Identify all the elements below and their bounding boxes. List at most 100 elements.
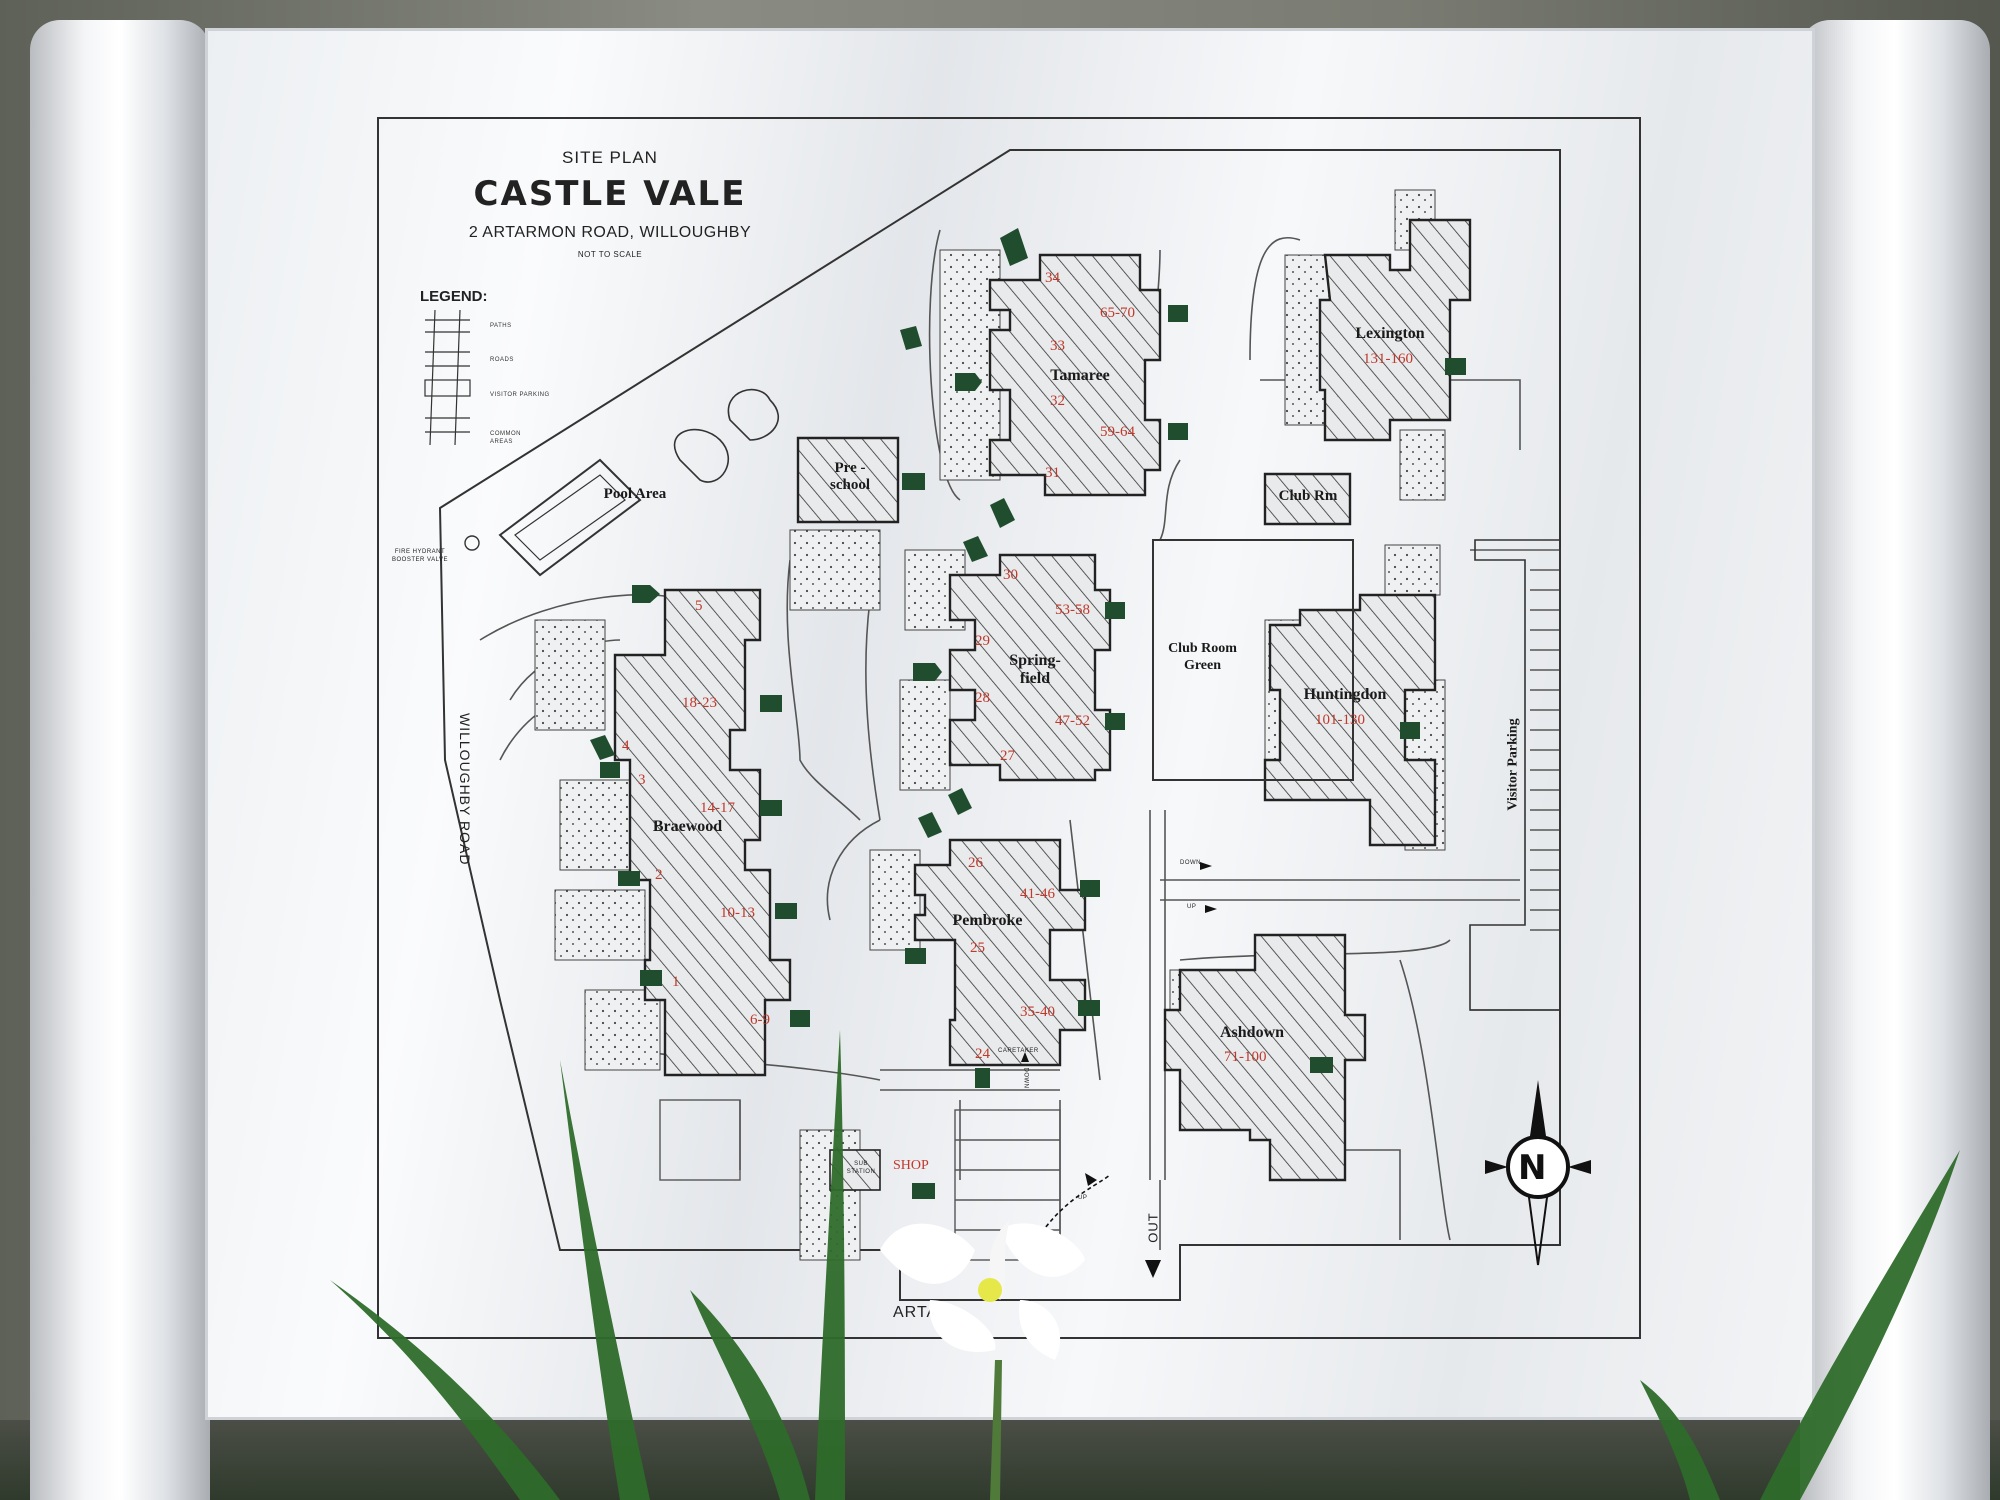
springfield-line2: field	[1019, 670, 1051, 687]
units-braewood-c: 10-13	[720, 905, 755, 921]
units-ashdown: 71-100	[1224, 1049, 1267, 1065]
substation-label: SUB STATION	[846, 1161, 876, 1175]
preschool-shape	[796, 436, 900, 524]
down-label: DOWN	[1180, 860, 1201, 866]
lexington-shape	[1318, 218, 1472, 442]
legend-common-areas: COMMON AREAS	[490, 431, 521, 445]
fire-hydrant-icon	[464, 535, 480, 551]
building-braewood: Braewood	[652, 818, 723, 835]
direction-arrows	[1021, 862, 1217, 1278]
unit-34: 34	[1045, 270, 1060, 286]
unit-2: 2	[655, 867, 663, 883]
site-boundary	[438, 149, 1561, 1301]
unit-30: 30	[1003, 567, 1018, 583]
tamaree-shape	[988, 253, 1162, 497]
leaf-5	[1640, 1380, 1720, 1500]
units-braewood-a: 18-23	[682, 695, 717, 711]
preschool-line2: school	[829, 477, 870, 493]
club-room-green	[1152, 539, 1354, 781]
club-green-line2: Green	[1183, 658, 1222, 673]
fire-hydrant-line1: FIRE HYDRANT	[394, 549, 446, 555]
preschool-line1: Pre -	[834, 460, 866, 476]
pool-outline	[498, 458, 642, 577]
units-lexington: 131-160	[1363, 351, 1413, 367]
leaf-6	[690, 1290, 810, 1500]
pembroke-shape	[913, 838, 1087, 1067]
building-springfield: Spring- field	[1000, 652, 1070, 688]
map-frame	[377, 117, 1641, 1339]
unit-26: 26	[968, 855, 983, 871]
club-room-green-label: Club Room Green	[1150, 640, 1255, 674]
pool-inner	[514, 474, 626, 561]
title-block: SITE PLAN CASTLE VALE 2 ARTARMON ROAD, W…	[440, 148, 780, 259]
unit-29: 29	[975, 633, 990, 649]
leaf-3	[330, 1280, 560, 1500]
unit-3: 3	[638, 772, 646, 788]
entry-markers	[590, 228, 1466, 1199]
iris-flower-icon	[880, 1220, 1085, 1500]
springfield-shape	[948, 553, 1112, 782]
leaf-4	[1760, 1150, 1960, 1500]
unit-33: 33	[1050, 338, 1065, 354]
preschool-label: Pre - school	[810, 460, 890, 494]
units-pembroke-b: 35-40	[1020, 1004, 1055, 1020]
leaf-2	[815, 1030, 845, 1500]
visitor-parking-lot	[1469, 539, 1561, 1011]
sign-post-right	[1800, 20, 1990, 1500]
artarmon-road-label: ARTA	[893, 1304, 939, 1321]
units-pembroke-a: 41-46	[1020, 886, 1055, 902]
leaf-1	[560, 1060, 650, 1500]
unit-27: 27	[1000, 748, 1015, 764]
fire-hydrant-line2: BOOSTER VALVE	[392, 557, 448, 563]
legend-roads: ROADS	[490, 357, 514, 363]
unit-5: 5	[695, 598, 703, 614]
buildings	[613, 218, 1472, 1182]
springfield-line1: Spring-	[1009, 652, 1061, 669]
unit-28: 28	[975, 690, 990, 706]
unit-25: 25	[970, 940, 985, 956]
building-huntingdon: Huntingdon	[1303, 686, 1387, 703]
up-label-2: UP	[1078, 1195, 1088, 1201]
caretaker-label: CARETAKER	[998, 1048, 1039, 1054]
estate-address: 2 ARTARMON ROAD, WILLOUGHBY	[468, 224, 752, 241]
compass-icon	[1485, 1080, 1591, 1266]
sign-post-left	[30, 20, 210, 1500]
unit-4: 4	[622, 738, 630, 754]
legend-paths: PATHS	[490, 323, 512, 329]
units-tamaree-a: 65-70	[1100, 305, 1135, 321]
fire-hydrant-label: FIRE HYDRANT BOOSTER VALVE	[385, 548, 455, 564]
site-plan-label: SITE PLAN	[562, 148, 658, 167]
unit-32: 32	[1050, 393, 1065, 409]
building-lexington: Lexington	[1355, 325, 1425, 342]
compass-north-label: N	[1518, 1148, 1547, 1188]
braewood-shape	[613, 588, 792, 1077]
estate-name: CASTLE VALE	[473, 174, 747, 214]
spa-pond	[673, 388, 779, 483]
building-tamaree: Tamaree	[1050, 367, 1110, 384]
building-ashdown: Ashdown	[1219, 1024, 1285, 1041]
pool-area-label: Pool Area	[603, 486, 667, 502]
club-green-line1: Club Room	[1168, 641, 1237, 656]
units-braewood-d: 6-9	[750, 1012, 770, 1028]
unit-31: 31	[1045, 465, 1060, 481]
legend-symbols	[424, 309, 471, 446]
unit-24: 24	[975, 1046, 990, 1062]
units-huntingdon: 101-130	[1315, 712, 1365, 728]
units-braewood-b: 14-17	[700, 800, 735, 816]
clubrm-shape	[1263, 472, 1352, 526]
up-label: UP	[1187, 904, 1197, 910]
units-springfield-a: 53-58	[1055, 602, 1090, 618]
scale-note: NOT TO SCALE	[577, 250, 643, 259]
building-pembroke: Pembroke	[952, 912, 1023, 929]
huntingdon-shape	[1263, 593, 1437, 847]
ashdown-shape	[1163, 933, 1367, 1182]
units-tamaree-b: 59-64	[1100, 424, 1135, 440]
legend-title: LEGEND:	[420, 288, 488, 305]
legend-visitor-parking: VISITOR PARKING	[490, 392, 550, 398]
shop-parking	[659, 1099, 1061, 1261]
club-rm-label: Club Rm	[1278, 488, 1338, 504]
units-springfield-b: 47-52	[1055, 713, 1090, 729]
unit-1: 1	[672, 974, 680, 990]
